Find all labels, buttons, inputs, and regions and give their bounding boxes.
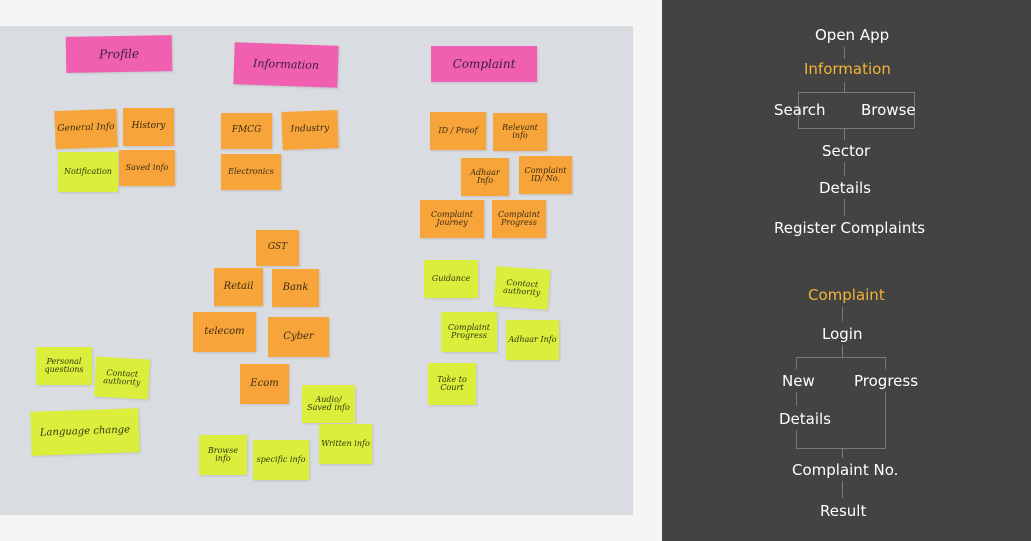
note-cyber: Cyber xyxy=(268,317,329,357)
note-gst: GST xyxy=(256,230,299,266)
whiteboard-photo: Profile Information Complaint General In… xyxy=(0,26,633,515)
note-industry: Industry xyxy=(281,110,339,150)
flow-details-complaint: Details xyxy=(779,410,832,428)
flow-complaint: Complaint xyxy=(808,286,885,304)
note-audio-saved-info: Audio/ Saved info xyxy=(302,385,355,423)
flow-login: Login xyxy=(822,325,863,343)
connector xyxy=(844,162,845,176)
connector xyxy=(798,92,914,93)
connector xyxy=(844,199,845,216)
connector xyxy=(798,128,914,129)
flow-result: Result xyxy=(820,502,867,520)
flow-complaint-no: Complaint No. xyxy=(792,461,899,479)
note-retail: Retail xyxy=(214,268,263,306)
note-complaint-journey: Complaint Journey xyxy=(420,200,484,238)
note-relevant-info: Relevant info xyxy=(493,113,547,151)
connector xyxy=(844,128,845,140)
note-adhaar-info-bottom: Adhaar Info xyxy=(506,320,559,360)
note-personal-questions: Personal questions xyxy=(36,347,92,385)
connector xyxy=(914,92,915,128)
note-guidance: Guidance xyxy=(424,260,478,298)
connector xyxy=(842,307,843,321)
note-contact-authority-profile: Contact authority xyxy=(93,356,151,400)
flow-browse: Browse xyxy=(861,101,916,119)
note-specific-info: specific info xyxy=(253,440,309,480)
flow-progress: Progress xyxy=(854,372,919,390)
note-complaint-id: Complaint ID/ No. xyxy=(519,156,572,194)
note-adhaar-info-top: Adhaar Info xyxy=(461,158,509,196)
flow-open-app: Open App xyxy=(815,26,890,44)
note-ecom: Ecom xyxy=(240,364,289,404)
flow-diagram: Open App Information Search Browse Secto… xyxy=(662,0,1031,541)
note-electronics: Electronics xyxy=(221,154,281,190)
note-history: History xyxy=(123,108,174,146)
flow-information: Information xyxy=(804,60,891,78)
connector xyxy=(844,82,845,92)
note-bank: Bank xyxy=(272,269,319,307)
connector xyxy=(844,47,845,59)
header-information: Information xyxy=(233,42,339,88)
note-general-info: General Info xyxy=(54,108,118,150)
note-complaint-progress-bottom: Complaint Progress xyxy=(441,312,497,352)
flow-details: Details xyxy=(819,179,872,197)
connector xyxy=(796,357,886,358)
flow-new: New xyxy=(782,372,815,390)
connector xyxy=(796,357,797,369)
note-notification: Notification xyxy=(58,152,118,192)
connector xyxy=(796,430,797,448)
header-complaint: Complaint xyxy=(431,46,537,82)
connector xyxy=(842,481,843,498)
note-complaint-progress-top: Complaint Progress xyxy=(492,200,546,238)
connector xyxy=(796,448,886,449)
note-browse-info: Browse info xyxy=(199,435,247,475)
connector xyxy=(796,392,797,406)
note-saved-info: Saved info xyxy=(119,150,175,186)
note-telecom: telecom xyxy=(193,312,256,352)
note-language-change: Language change xyxy=(30,408,140,456)
header-profile: Profile xyxy=(65,35,173,73)
flow-search: Search xyxy=(774,101,826,119)
note-id-proof: ID / Proof xyxy=(430,112,486,150)
flow-register-complaints: Register Complaints xyxy=(774,219,926,237)
flow-sector: Sector xyxy=(822,142,871,160)
note-written-info: Written info xyxy=(319,424,372,464)
connector xyxy=(798,92,799,128)
connector xyxy=(885,392,886,448)
connector xyxy=(842,345,843,357)
note-take-to-court: Take to Court xyxy=(428,363,476,405)
note-contact-authority-complaint: Contact authority xyxy=(493,266,551,310)
connector xyxy=(885,357,886,369)
connector xyxy=(842,448,843,458)
note-fmcg: FMCG xyxy=(221,113,272,149)
